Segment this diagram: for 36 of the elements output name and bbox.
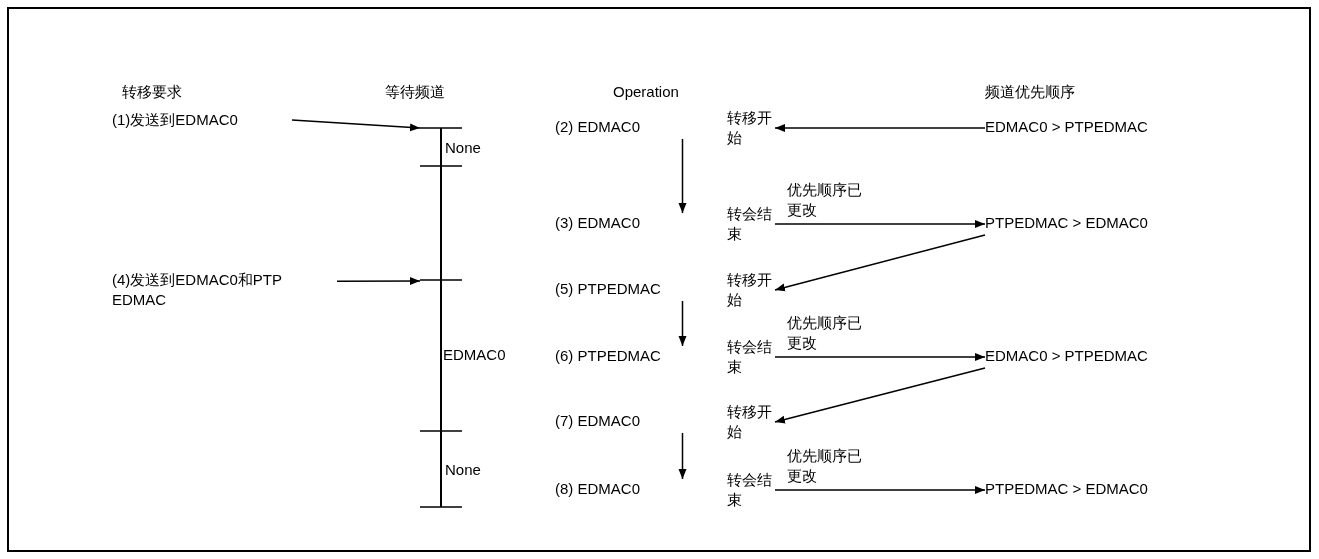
operation-text: (5) PTPEDMAC <box>555 279 705 301</box>
operation-text: (7) EDMAC0 <box>555 411 705 433</box>
arrow <box>291 119 421 132</box>
arrow <box>774 124 986 132</box>
arrow <box>774 367 986 424</box>
arrow <box>774 220 986 228</box>
priority-text: PTPEDMAC > EDMAC0 <box>985 479 1225 501</box>
arrow <box>774 486 986 494</box>
arrow <box>678 300 687 347</box>
operation-text: (3) EDMAC0 <box>555 213 705 235</box>
arrow <box>678 138 687 214</box>
operation-text: (8) EDMAC0 <box>555 479 705 501</box>
priority-text: EDMAC0 > PTPEDMAC <box>985 117 1225 139</box>
segment-label: EDMAC0 <box>443 345 506 365</box>
operation-text: (2) EDMAC0 <box>555 117 705 139</box>
arrow <box>774 353 986 361</box>
priority-text: PTPEDMAC > EDMAC0 <box>985 213 1225 235</box>
status-text: 转会结束 <box>727 470 775 510</box>
arrow <box>774 234 986 292</box>
segment-label: None <box>445 138 481 158</box>
status-text: 转会结束 <box>727 204 775 244</box>
priority-text: EDMAC0 > PTPEDMAC <box>985 346 1225 368</box>
arrow <box>336 277 421 285</box>
column-heading: 等待频道 <box>385 82 445 102</box>
request-text: (1)发送到EDMAC0 <box>112 110 292 130</box>
operation-text: (6) PTPEDMAC <box>555 346 705 368</box>
segment-label: None <box>445 460 481 480</box>
status-text: 转移开始 <box>727 108 775 148</box>
column-heading: 转移要求 <box>122 82 182 102</box>
column-heading: Operation <box>613 82 679 102</box>
status-text: 转会结束 <box>727 337 775 377</box>
arrow <box>678 432 687 480</box>
column-heading: 频道优先顺序 <box>985 82 1075 102</box>
request-text: (4)发送到EDMAC0和PTP EDMAC <box>112 270 337 310</box>
status-text: 转移开始 <box>727 270 775 310</box>
status-text: 转移开始 <box>727 402 775 442</box>
